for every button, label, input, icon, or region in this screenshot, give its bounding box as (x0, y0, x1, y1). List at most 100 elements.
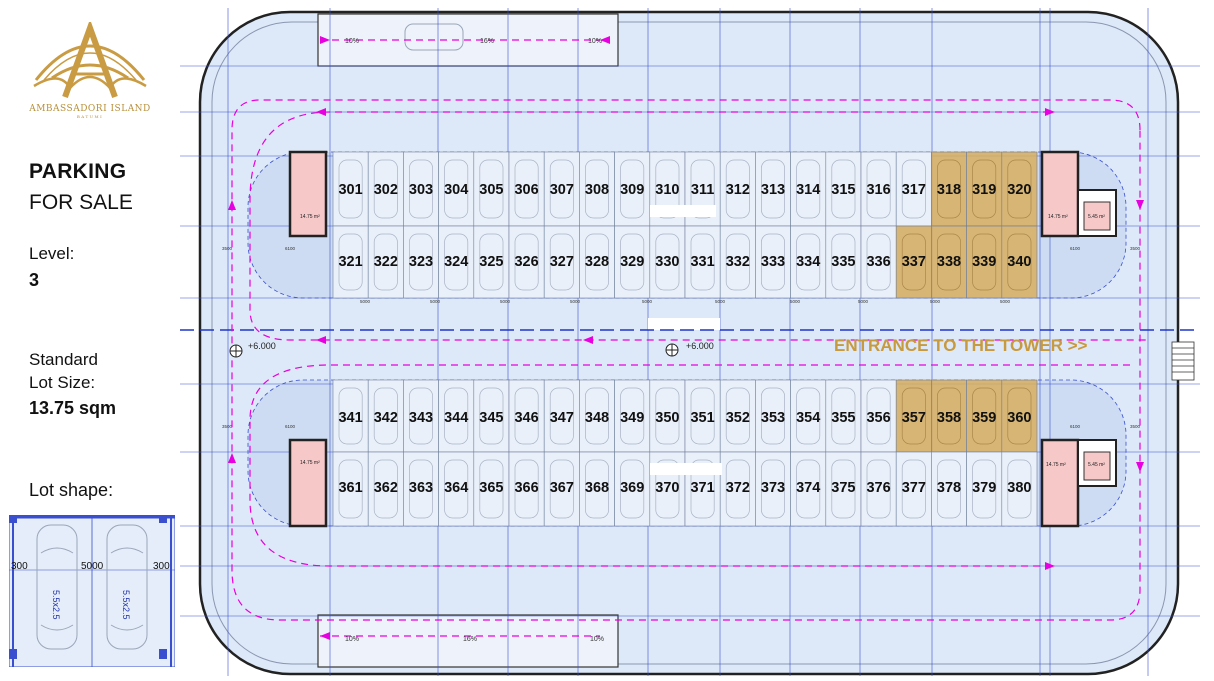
parking-lot-323[interactable]: 323 (403, 225, 439, 299)
parking-lot-355[interactable]: 355 (825, 379, 862, 453)
parking-lot-331[interactable]: 331 (684, 225, 721, 299)
parking-lot-378[interactable]: 378 (931, 451, 967, 527)
parking-lot-367[interactable]: 367 (543, 451, 580, 527)
parking-lot-324[interactable]: 324 (438, 225, 475, 299)
parking-lot-344[interactable]: 344 (438, 379, 475, 453)
lot-number: 337 (902, 254, 926, 270)
lot-number: 314 (796, 182, 820, 198)
parking-lot-363[interactable]: 363 (403, 451, 439, 527)
parking-lot-336[interactable]: 336 (860, 225, 897, 299)
parking-lot-362[interactable]: 362 (367, 451, 404, 527)
parking-lot-326[interactable]: 326 (508, 225, 545, 299)
parking-lot-372[interactable]: 372 (719, 451, 756, 527)
parking-lot-350[interactable]: 350 (649, 379, 686, 453)
car-outline-icon (479, 233, 504, 291)
dim-side-0: 6100 (285, 246, 296, 251)
parking-lot-351[interactable]: 351 (684, 379, 721, 453)
parking-lot-313[interactable]: 313 (755, 151, 791, 227)
parking-lot-374[interactable]: 374 (790, 451, 827, 527)
car-outline-icon (479, 159, 504, 219)
parking-lot-360[interactable]: 360 (1001, 379, 1038, 453)
car-outline-icon (338, 459, 363, 519)
parking-lot-315[interactable]: 315 (825, 151, 862, 227)
parking-lot-364[interactable]: 364 (438, 451, 475, 527)
parking-lot-304[interactable]: 304 (438, 151, 475, 227)
parking-lot-366[interactable]: 366 (508, 451, 545, 527)
parking-lot-346[interactable]: 346 (508, 379, 545, 453)
utility-area-top: 5.45 m² (1088, 214, 1105, 220)
dim-label-3: 5000 (570, 299, 581, 304)
parking-lot-341[interactable]: 341 (332, 379, 369, 453)
parking-lot-358[interactable]: 358 (931, 379, 967, 453)
car-outline-icon (620, 233, 645, 291)
parking-lot-345[interactable]: 345 (473, 379, 510, 453)
parking-lot-303[interactable]: 303 (403, 151, 439, 227)
parking-lot-334[interactable]: 334 (790, 225, 827, 299)
parking-lot-359[interactable]: 359 (966, 379, 1003, 453)
parking-lot-356[interactable]: 356 (860, 379, 897, 453)
lot-number: 329 (620, 254, 644, 270)
parking-lot-377[interactable]: 377 (895, 451, 932, 527)
car-outline-icon (901, 233, 926, 291)
parking-lot-375[interactable]: 375 (825, 451, 862, 527)
car-outline-icon (725, 387, 750, 445)
parking-lot-309[interactable]: 309 (614, 151, 651, 227)
parking-lot-340[interactable]: 340 (1001, 225, 1038, 299)
parking-lot-347[interactable]: 347 (543, 379, 580, 453)
parking-lot-335[interactable]: 335 (825, 225, 862, 299)
parking-lot-368[interactable]: 368 (579, 451, 615, 527)
parking-lot-357[interactable]: 357 (895, 379, 932, 453)
lot-number: 362 (374, 480, 398, 496)
parking-lot-328[interactable]: 328 (579, 225, 615, 299)
parking-lot-322[interactable]: 322 (367, 225, 404, 299)
lot-number: 379 (972, 480, 996, 496)
ramp-top-slope-3: 10% (588, 38, 602, 45)
parking-lot-317[interactable]: 317 (895, 151, 932, 227)
car-outline-icon (761, 159, 785, 219)
parking-lot-320[interactable]: 320 (1001, 151, 1038, 227)
parking-lot-329[interactable]: 329 (614, 225, 651, 299)
parking-lot-318[interactable]: 318 (931, 151, 967, 227)
parking-lot-314[interactable]: 314 (790, 151, 827, 227)
parking-lot-308[interactable]: 308 (579, 151, 615, 227)
ramp-bottom (317, 614, 619, 668)
parking-lot-376[interactable]: 376 (860, 451, 897, 527)
parking-lot-354[interactable]: 354 (790, 379, 827, 453)
parking-lot-301[interactable]: 301 (332, 151, 369, 227)
parking-lot-333[interactable]: 333 (755, 225, 791, 299)
parking-lot-379[interactable]: 379 (966, 451, 1003, 527)
route-arrow-2 (600, 36, 610, 44)
parking-lot-330[interactable]: 330 (649, 225, 686, 299)
parking-lot-353[interactable]: 353 (755, 379, 791, 453)
parking-lot-361[interactable]: 361 (332, 451, 369, 527)
parking-lot-327[interactable]: 327 (543, 225, 580, 299)
parking-lot-302[interactable]: 302 (367, 151, 404, 227)
parking-lot-312[interactable]: 312 (719, 151, 756, 227)
traffic-route (231, 39, 1150, 637)
route-arrow-11 (1045, 562, 1055, 570)
parking-lot-349[interactable]: 349 (614, 379, 651, 453)
parking-lot-352[interactable]: 352 (719, 379, 756, 453)
lot-number: 319 (972, 182, 996, 198)
parking-lot-365[interactable]: 365 (473, 451, 510, 527)
parking-lot-337[interactable]: 337 (895, 225, 932, 299)
parking-lot-369[interactable]: 369 (614, 451, 651, 527)
parking-lot-307[interactable]: 307 (543, 151, 580, 227)
lot-width-right: 300 (153, 561, 170, 572)
parking-lot-342[interactable]: 342 (367, 379, 404, 453)
parking-lot-332[interactable]: 332 (719, 225, 756, 299)
parking-lot-380[interactable]: 380 (1001, 451, 1038, 527)
parking-lot-321[interactable]: 321 (332, 225, 369, 299)
parking-lot-343[interactable]: 343 (403, 379, 439, 453)
parking-lot-338[interactable]: 338 (931, 225, 967, 299)
parking-lot-373[interactable]: 373 (755, 451, 791, 527)
parking-lot-305[interactable]: 305 (473, 151, 510, 227)
parking-lot-319[interactable]: 319 (966, 151, 1003, 227)
parking-lot-316[interactable]: 316 (860, 151, 897, 227)
lot-width-left: 300 (11, 561, 28, 572)
parking-lot-339[interactable]: 339 (966, 225, 1003, 299)
parking-lot-306[interactable]: 306 (508, 151, 545, 227)
parking-lot-348[interactable]: 348 (579, 379, 615, 453)
lot-number: 307 (550, 182, 574, 198)
parking-lot-325[interactable]: 325 (473, 225, 510, 299)
